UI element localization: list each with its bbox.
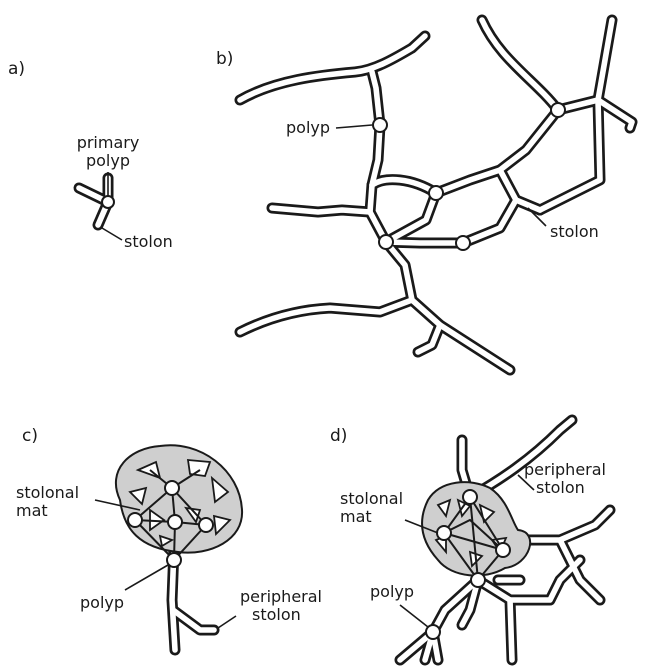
panel-b: b) — [216, 20, 632, 370]
polyp-leader-c — [125, 565, 168, 590]
label-stolonal-d: stolonal — [340, 489, 403, 508]
label-mat-c: mat — [16, 501, 48, 520]
label-polyp-c: polyp — [80, 593, 124, 612]
polyp-leader-d — [400, 605, 428, 627]
polyp-b-5 — [551, 103, 565, 117]
polyp-leader-b — [336, 125, 372, 128]
label-stolon-c: stolon — [252, 605, 301, 624]
panel-d: d) — [330, 420, 610, 660]
polyp-d-5 — [426, 625, 440, 639]
stolonal-mat-c — [116, 445, 242, 552]
label-polyp-d: polyp — [370, 582, 414, 601]
panel-c-letter: c) — [22, 426, 38, 446]
polyp-c-4 — [199, 518, 213, 532]
panel-d-letter: d) — [330, 426, 347, 446]
polyp-d-2 — [437, 526, 451, 540]
panel-a-letter: a) — [8, 59, 25, 79]
polyp-b-2 — [429, 186, 443, 200]
primary-polyp — [102, 196, 114, 208]
label-polyp-b: polyp — [286, 118, 330, 137]
polyp-d-4 — [471, 573, 485, 587]
peripheral-leader-c — [218, 616, 236, 628]
label-primary: primary — [77, 133, 140, 152]
label-peripheral-c: peripheral — [240, 587, 322, 606]
label-stolon-b: stolon — [550, 222, 599, 241]
label-mat-d: mat — [340, 507, 372, 526]
panel-c: c) — [16, 426, 322, 650]
polyp-c-2 — [128, 513, 142, 527]
polyp-b-3 — [379, 235, 393, 249]
panel-b-letter: b) — [216, 49, 233, 69]
polyp-b-4 — [456, 236, 470, 250]
polyp-b-1 — [373, 118, 387, 132]
label-peripheral-d: peripheral — [524, 460, 606, 479]
label-stolon-d: stolon — [536, 478, 585, 497]
stolon-leader-a — [102, 228, 122, 240]
polyp-c-3 — [168, 515, 182, 529]
polyp-d-3 — [496, 543, 510, 557]
polyp-c-5 — [167, 553, 181, 567]
label-polyp-a: polyp — [86, 151, 130, 170]
polyp-c-1 — [165, 481, 179, 495]
polyp-d-1 — [463, 490, 477, 504]
panel-a: a) primary polyp stolon — [8, 59, 173, 251]
label-stolon-a: stolon — [124, 232, 173, 251]
label-stolonal-c: stolonal — [16, 483, 79, 502]
